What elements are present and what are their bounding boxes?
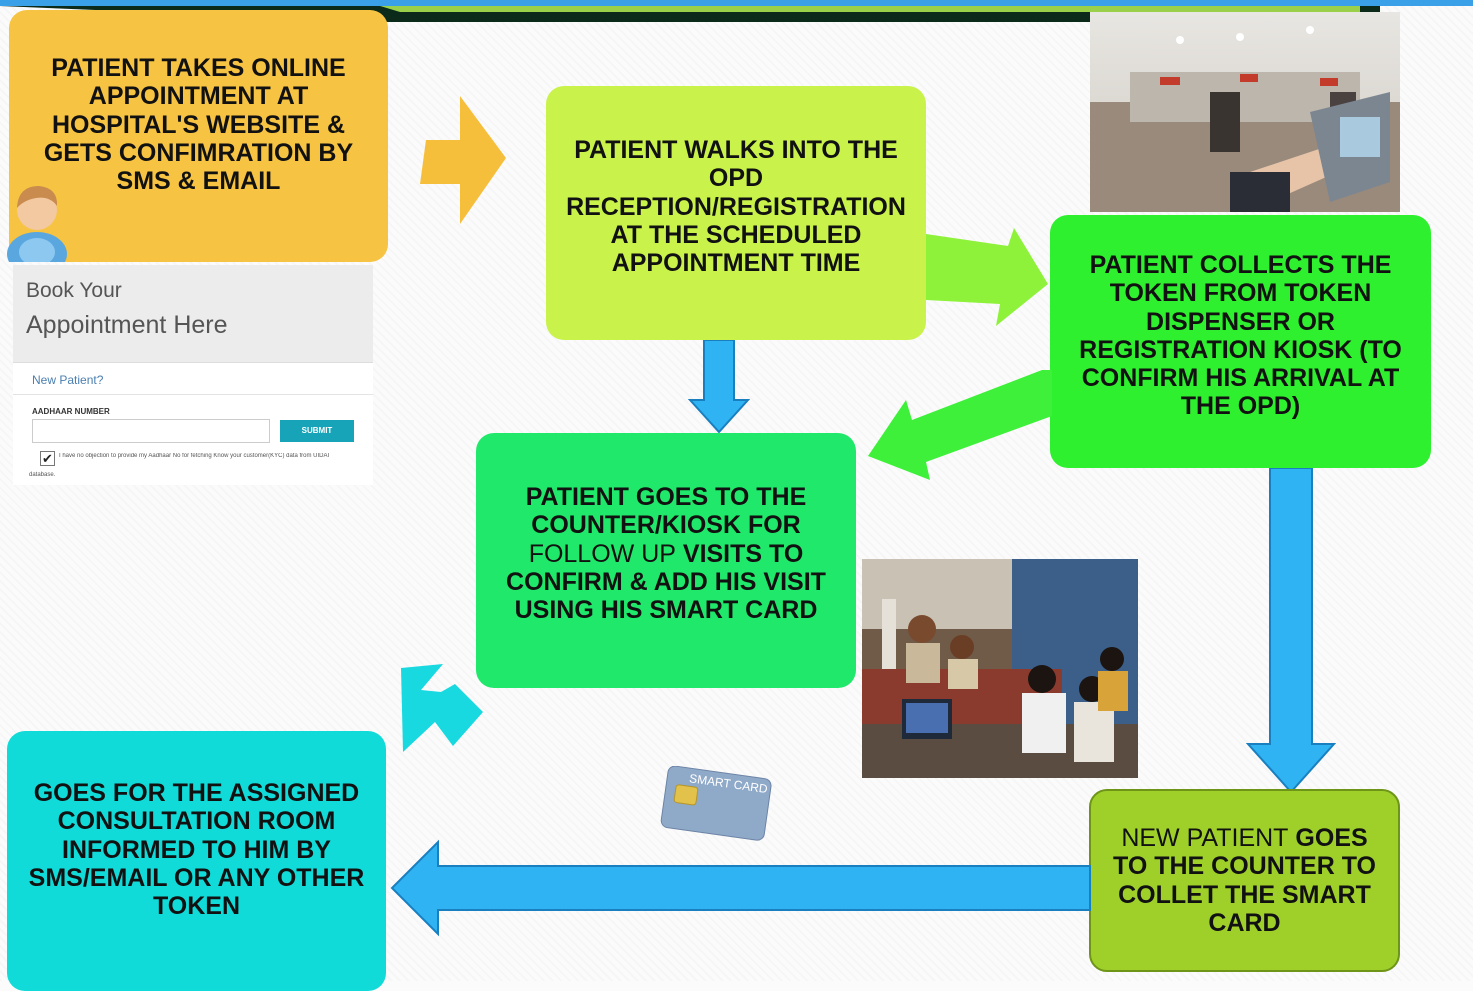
consent-text-2: database. [29, 472, 56, 478]
arrow-step4-to-step6 [401, 664, 483, 752]
step3-text: PATIENT COLLECTS THE TOKEN FROM TOKEN DI… [1079, 251, 1402, 421]
new-patient-link[interactable]: New Patient? [32, 373, 104, 387]
step1-online-appointment-box: PATIENT TAKES ONLINE APPOINTMENT AT HOSP… [9, 10, 388, 262]
consent-checkbox[interactable]: ✔ [40, 451, 55, 466]
step1-text: PATIENT TAKES ONLINE APPOINTMENT AT HOSP… [43, 54, 354, 195]
step6-consultation-box: GOES FOR THE ASSIGNED CONSULTATION ROOM … [7, 731, 386, 991]
step6-text: GOES FOR THE ASSIGNED CONSULTATION ROOM … [28, 779, 365, 920]
arrow-step1-to-step2 [420, 96, 506, 224]
booking-title-line1: Book Your [26, 279, 122, 302]
step2-text: PATIENT WALKS INTO THE OPD RECEPTION/REG… [566, 136, 906, 277]
reception-counter-photo [862, 559, 1138, 778]
smart-card-icon: SMART CARD [660, 766, 772, 841]
consent-text: I have no objection to provide my Aadhaa… [59, 453, 330, 459]
booking-title-line2: Appointment Here [26, 311, 228, 339]
patient-avatar-icon [7, 186, 67, 262]
aadhaar-input[interactable] [32, 419, 270, 443]
booking-form-screenshot: Book Your Appointment Here New Patient? … [13, 265, 373, 485]
aadhaar-label: AADHAAR NUMBER [32, 407, 110, 416]
arrow-step2-to-step4 [688, 340, 750, 434]
step4-text-c: VISITS TO CONFIRM & ADD HIS VISIT USING … [506, 539, 826, 625]
step4-text-b: FOLLOW UP [528, 539, 676, 568]
arrow-step3-to-step5 [1246, 468, 1336, 794]
submit-button[interactable]: SUBMIT [280, 420, 354, 442]
step4-text-a: PATIENT GOES TO THE COUNTER/KIOSK FOR [525, 483, 807, 540]
arrow-step5-to-step6 [390, 839, 1091, 937]
step4-follow-up-box: PATIENT GOES TO THE COUNTER/KIOSK FOR FO… [476, 433, 856, 688]
step2-walk-in-box: PATIENT WALKS INTO THE OPD RECEPTION/REG… [546, 86, 926, 340]
arrow-step2-to-step3 [926, 228, 1048, 326]
step3-token-box: PATIENT COLLECTS THE TOKEN FROM TOKEN DI… [1050, 215, 1431, 468]
step5-new-patient-box: NEW PATIENT GOES TO THE COUNTER TO COLLE… [1089, 789, 1400, 972]
step5-text-a: NEW PATIENT [1121, 824, 1289, 852]
arrow-step3-to-step4 [868, 370, 1052, 480]
step5-text-b: GOES TO THE COUNTER TO COLLET THE SMART … [1113, 824, 1376, 937]
token-dispenser-photo [1090, 12, 1400, 212]
